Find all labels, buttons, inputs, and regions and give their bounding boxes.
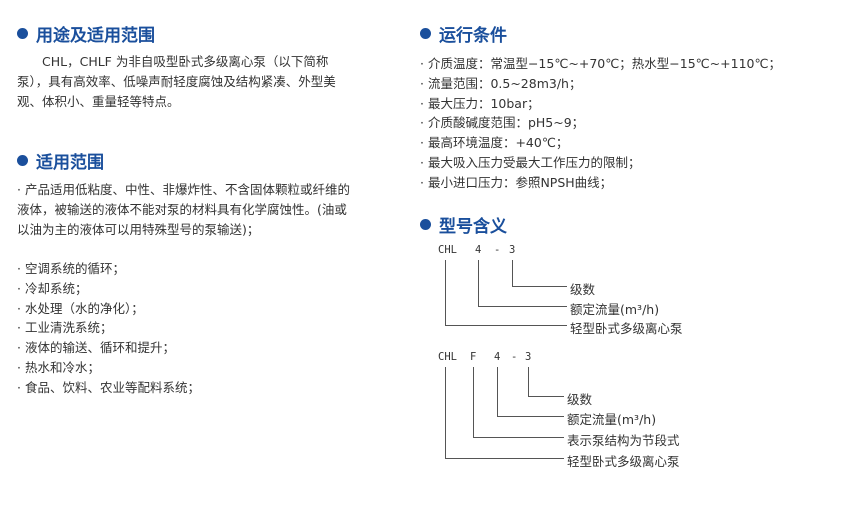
model-title: 型号含义 [439, 217, 507, 237]
model-label: 轻型卧式多级离心泵 [567, 454, 680, 469]
list-item: 介质酸碱度范围：pH5~9； [420, 113, 781, 133]
model-code-part: 3 [509, 244, 516, 256]
model-code-part: 4 [475, 244, 482, 256]
model-label: 表示泵结构为节段式 [567, 433, 680, 448]
model-label: 轻型卧式多级离心泵 [570, 321, 683, 336]
leader-line [473, 437, 564, 438]
leader-line [473, 367, 474, 438]
usage-paragraph: CHL，CHLF 为非自吸型卧式多级离心泵（以下简称泵），具有高效率、低噪声耐轻… [17, 54, 336, 109]
model-code-part: F [470, 351, 477, 363]
conditions-list: 介质温度：常温型−15℃~+70℃；热水型−15℃~+110℃； 流量范围：0.… [420, 54, 781, 193]
list-item: 水处理（水的净化）； [17, 299, 200, 319]
conditions-title: 运行条件 [439, 26, 507, 46]
model-label: 额定流量(m³/h) [567, 412, 657, 427]
leader-line [445, 458, 564, 459]
scope-intro: · 产品适用低粘度、中性、非爆炸性、不含固体颗粒或纤维的液体，被输送的液体不能对… [17, 182, 350, 237]
model-label: 级数 [570, 282, 596, 297]
leader-line [445, 367, 446, 459]
model-code-part: - [494, 244, 501, 256]
bullet-dot-icon [17, 155, 28, 166]
leader-line [445, 325, 567, 326]
list-item: 流量范围：0.5~28m3/h； [420, 74, 781, 94]
model-code-part: 4 [494, 351, 501, 363]
usage-heading: 用途及适用范围 [17, 21, 155, 46]
leader-line [497, 367, 498, 417]
leader-line [528, 367, 529, 397]
list-item: 工业清洗系统； [17, 318, 200, 338]
leader-line [478, 260, 479, 307]
model-label: 级数 [567, 392, 593, 407]
list-item: 液体的输送、循环和提升； [17, 338, 200, 358]
bullet-dot-icon [420, 28, 431, 39]
list-item: 热水和冷水； [17, 358, 200, 378]
bullet-dot-icon [420, 219, 431, 230]
leader-line [512, 286, 567, 287]
leader-line [497, 416, 564, 417]
leader-line [478, 306, 567, 307]
list-item: 最大压力：10bar； [420, 94, 781, 114]
leader-line [512, 260, 513, 287]
model-code-part: - [511, 351, 518, 363]
list-item: 食品、饮料、农业等配料系统； [17, 378, 200, 398]
scope-heading: 适用范围 [17, 148, 104, 173]
model-code-part: 3 [525, 351, 532, 363]
model-heading: 型号含义 [420, 212, 507, 237]
model-diagram-chl: CHL 4 - 3 级数 额定流量(m³/h) 轻型卧式多级离心泵 [438, 244, 738, 336]
list-item: 最小进口压力：参照NPSH曲线； [420, 173, 781, 193]
model-label: 额定流量(m³/h) [570, 302, 660, 317]
usage-title: 用途及适用范围 [36, 26, 155, 46]
model-diagram-chlf: CHL F 4 - 3 级数 额定流量(m³/h) 表示泵结构为节段式 轻型卧式… [438, 351, 738, 471]
model-code-part: CHL [438, 351, 457, 363]
leader-line [445, 260, 446, 326]
conditions-heading: 运行条件 [420, 21, 507, 46]
list-item: 介质温度：常温型−15℃~+70℃；热水型−15℃~+110℃； [420, 54, 781, 74]
scope-title: 适用范围 [36, 153, 104, 173]
model-code-part: CHL [438, 244, 457, 256]
list-item: 冷却系统； [17, 279, 200, 299]
list-item: 最大吸入压力受最大工作压力的限制； [420, 153, 781, 173]
leader-line [528, 396, 564, 397]
scope-list: 空调系统的循环； 冷却系统； 水处理（水的净化）； 工业清洗系统； 液体的输送、… [17, 259, 200, 398]
bullet-dot-icon [17, 28, 28, 39]
list-item: 最高环境温度：+40℃； [420, 133, 781, 153]
list-item: 空调系统的循环； [17, 259, 200, 279]
